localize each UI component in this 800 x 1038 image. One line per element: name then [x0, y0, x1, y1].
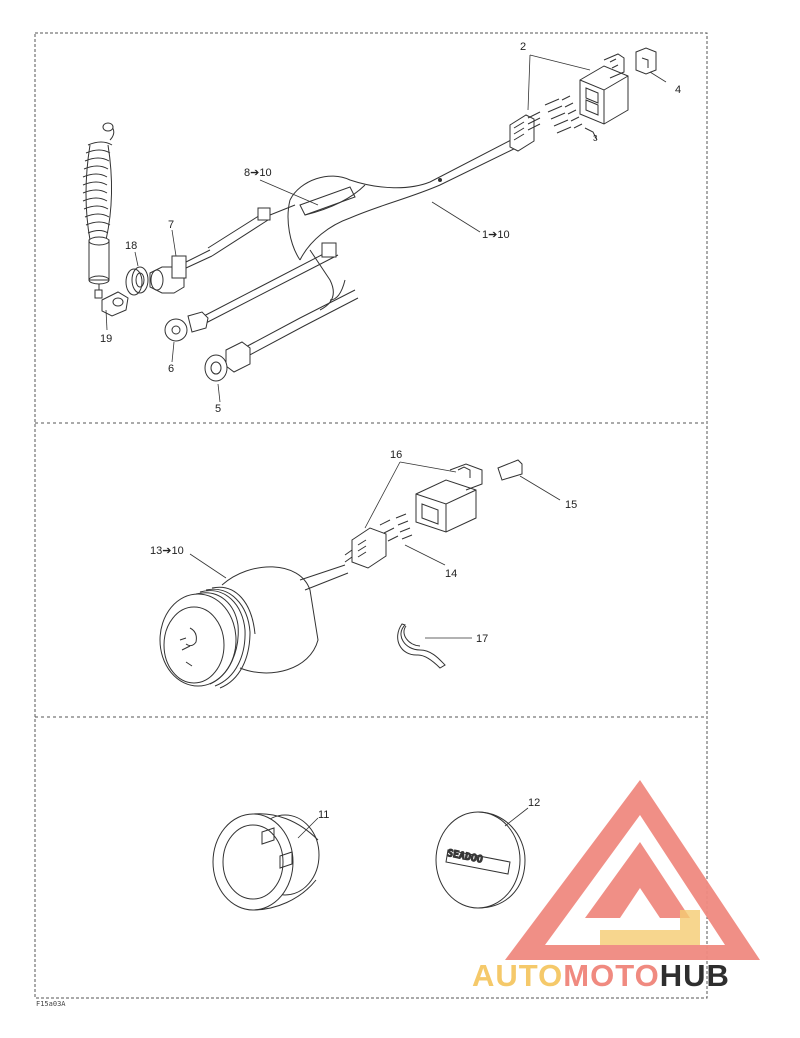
ring-terminal [164, 242, 339, 342]
bezel-ring [212, 813, 320, 911]
callout-19: 19 [100, 333, 112, 345]
gauge-section [159, 459, 561, 689]
callout-3: 3 [593, 134, 598, 143]
gauge-cap [435, 811, 526, 909]
callout-14: 14 [445, 568, 457, 580]
diagram-frame [34, 32, 708, 999]
dess-switch [149, 207, 271, 294]
lanyard-cap [88, 236, 110, 299]
cable-tie [397, 623, 446, 669]
harness-section [82, 47, 667, 403]
watermark-logo [505, 780, 760, 960]
bezels-section: SEADOO [212, 807, 529, 911]
watermark-word-moto: MOTO [563, 958, 659, 993]
callout-15: 15 [565, 499, 577, 511]
wedge-lock [497, 459, 523, 481]
lanyard-clip [101, 291, 129, 317]
callout-5: 5 [215, 403, 221, 415]
figure-reference: F15a03A [36, 1000, 66, 1008]
callout-8-10: 8➔10 [244, 167, 272, 179]
callout-4: 4 [675, 84, 681, 96]
harness-connector [509, 111, 541, 152]
watermark-word-auto: AUTO [472, 958, 563, 993]
gauge-connector [344, 513, 413, 569]
terminal-pins [544, 95, 598, 141]
connector-lock [635, 47, 657, 75]
callout-11: 11 [318, 809, 329, 821]
callout-2: 2 [520, 41, 526, 53]
watermark-word-hub: HUB [660, 958, 730, 993]
sensor-plug [204, 289, 359, 382]
callout-6: 6 [168, 363, 174, 375]
callout-12: 12 [528, 797, 540, 809]
leader-lines [189, 461, 561, 639]
callout-7: 7 [168, 219, 174, 231]
leader-lines [105, 54, 667, 403]
watermark-text: AUTOMOTOHUB [472, 958, 730, 993]
callout-17: 17 [476, 633, 488, 645]
callout-13-10: 13➔10 [150, 545, 184, 557]
callout-16: 16 [390, 449, 402, 461]
gauge-body [159, 564, 349, 689]
callout-18: 18 [125, 240, 137, 252]
leader-lines [297, 807, 529, 839]
mating-connector [579, 53, 629, 125]
male-connector [415, 463, 483, 533]
retaining-nut [125, 266, 149, 296]
main-harness [269, 137, 521, 311]
coiled-lanyard-cord [82, 122, 115, 241]
callout-1-10: 1➔10 [482, 229, 510, 241]
